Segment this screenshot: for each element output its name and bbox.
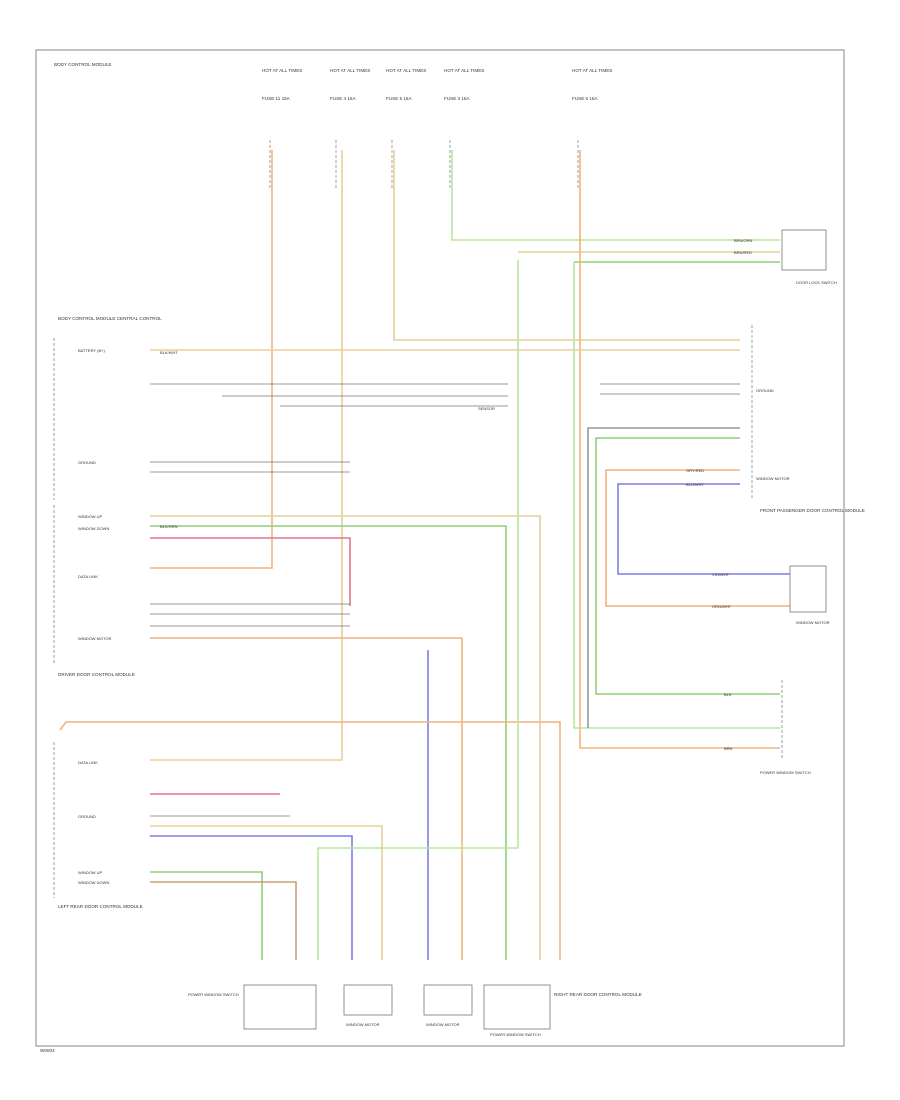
wire-green-right bbox=[573, 262, 780, 729]
hot-label-3: HOT AT ALL TIMES bbox=[386, 68, 426, 73]
wire-codes: BRN/ORN BRN/RED BLK/WHT GRY/RED BLU/WHT … bbox=[160, 238, 753, 751]
fuse-label-2: FUSE 4 15A bbox=[330, 96, 356, 101]
wire-tan-lr bbox=[150, 825, 383, 960]
wire-orange-fp bbox=[605, 469, 790, 607]
wire-code-9: BRN bbox=[724, 746, 733, 751]
fuse-label-3: FUSE 5 15A bbox=[386, 96, 412, 101]
left-rear-label: LEFT REAR DOOR CONTROL MODULE bbox=[58, 904, 143, 909]
wire-code-6: BLK/GRN bbox=[160, 524, 178, 529]
pin-window-motor-1: WINDOW MOTOR bbox=[78, 636, 112, 641]
wire-code-7: VIO/WHT bbox=[712, 572, 730, 577]
hot-label-1: HOT AT ALL TIMES bbox=[262, 68, 302, 73]
wire-green-fp bbox=[595, 437, 780, 695]
pin-window-motor-fp: WINDOW MOTOR bbox=[756, 476, 790, 481]
wires bbox=[59, 150, 790, 960]
wire-code-2: BRN/RED bbox=[734, 250, 752, 255]
wire-blue-lr bbox=[150, 835, 353, 960]
pin-window-up-2: WINDOW UP bbox=[78, 870, 103, 875]
fuse-label-5: FUSE 6 15A bbox=[572, 96, 598, 101]
wire-code-4: GRY/RED bbox=[686, 468, 704, 473]
hot-label-4: HOT AT ALL TIMES bbox=[444, 68, 484, 73]
wire-tan-right bbox=[393, 150, 740, 341]
signal-lines bbox=[150, 383, 740, 817]
fuse-label-4: FUSE 3 15A bbox=[444, 96, 470, 101]
wire-orange-long bbox=[59, 721, 561, 960]
wire-green-lm bbox=[150, 525, 507, 960]
lr-motor-box bbox=[343, 984, 393, 1016]
wire-brown-lr bbox=[150, 881, 297, 960]
wire-gray-fp bbox=[587, 427, 740, 728]
page-marker: W0003 bbox=[40, 1048, 55, 1053]
pin-labels: BATTERY (B+) GROUND WINDOW UP WINDOW DOW… bbox=[78, 348, 790, 885]
diagram-frame bbox=[35, 49, 845, 1047]
lr-switch-box bbox=[243, 984, 317, 1030]
lr-motor-label: WINDOW MOTOR bbox=[346, 1022, 380, 1027]
rr-switch-box bbox=[483, 984, 551, 1030]
driver-door-label: DRIVER DOOR CONTROL MODULE bbox=[58, 672, 135, 677]
wire-code-10: BLK bbox=[724, 692, 732, 697]
hot-label-2: HOT AT ALL TIMES bbox=[330, 68, 370, 73]
wire-red-lm bbox=[150, 537, 351, 606]
sensor-label: SENSOR bbox=[478, 406, 495, 411]
window-motor-right-label: WINDOW MOTOR bbox=[796, 620, 830, 625]
wire-tan-lm1 bbox=[150, 515, 541, 960]
module-boxes bbox=[53, 229, 827, 898]
fuse-label-1: FUSE 11 15A bbox=[262, 96, 291, 101]
wire-green-top bbox=[451, 150, 780, 241]
hot-label-5: HOT AT ALL TIMES bbox=[572, 68, 612, 73]
module-labels: BODY CONTROL MODULE CENTRAL CONTROL DRIV… bbox=[58, 316, 865, 997]
pin-data-2: DATA LINK bbox=[78, 760, 98, 765]
wire-tan-feed bbox=[150, 150, 343, 761]
wire-code-5: BLU/WHT bbox=[686, 482, 705, 487]
wire-orange-lm bbox=[150, 637, 463, 960]
window-switch-label: POWER WINDOW SWITCH bbox=[760, 770, 811, 775]
pin-ground-1: GROUND bbox=[78, 460, 96, 465]
pin-window-down-2: WINDOW DOWN bbox=[78, 880, 109, 885]
wire-code-8: ORN/WHT bbox=[712, 604, 732, 609]
left-header-label: BODY CONTROL MODULE bbox=[54, 62, 111, 67]
wire-orange-feed bbox=[150, 150, 273, 569]
pin-window-down-1: WINDOW DOWN bbox=[78, 526, 109, 531]
bcm-label: BODY CONTROL MODULE CENTRAL CONTROL bbox=[58, 316, 162, 321]
wire-green-bottom bbox=[317, 260, 519, 960]
rr-motor-box bbox=[423, 984, 473, 1016]
right-components: DOOR LOCK SWITCH WINDOW MOTOR POWER WIND… bbox=[478, 280, 837, 775]
door-lock-switch-box bbox=[781, 229, 827, 271]
wire-green-lr bbox=[150, 871, 263, 960]
pin-ground-fp: GROUND bbox=[756, 388, 774, 393]
rr-switch-label: POWER WINDOW SWITCH bbox=[490, 1032, 541, 1037]
rr-motor-label: WINDOW MOTOR bbox=[426, 1022, 460, 1027]
door-lock-label: DOOR LOCK SWITCH bbox=[796, 280, 837, 285]
window-motor-right-box bbox=[789, 565, 827, 613]
front-passenger-label: FRONT PASSENGER DOOR CONTROL MODULE bbox=[760, 508, 865, 513]
wire-code-3: BLK/WHT bbox=[160, 350, 178, 355]
right-rear-label: RIGHT REAR DOOR CONTROL MODULE bbox=[554, 992, 642, 997]
fuse-labels: HOT AT ALL TIMES FUSE 11 15A HOT AT ALL … bbox=[54, 62, 612, 101]
pin-data-1: DATA LINK bbox=[78, 574, 98, 579]
fuse-drops bbox=[269, 140, 579, 190]
pin-ground-2: GROUND bbox=[78, 814, 96, 819]
bottom-components: POWER WINDOW SWITCH WINDOW MOTOR WINDOW … bbox=[188, 984, 551, 1037]
pin-window-up-1: WINDOW UP bbox=[78, 514, 103, 519]
wire-blue-fp bbox=[617, 483, 790, 575]
wire-code-1: BRN/ORN bbox=[734, 238, 753, 243]
lr-switch-label: POWER WINDOW SWITCH bbox=[188, 992, 239, 997]
pin-battery: BATTERY (B+) bbox=[78, 348, 105, 353]
